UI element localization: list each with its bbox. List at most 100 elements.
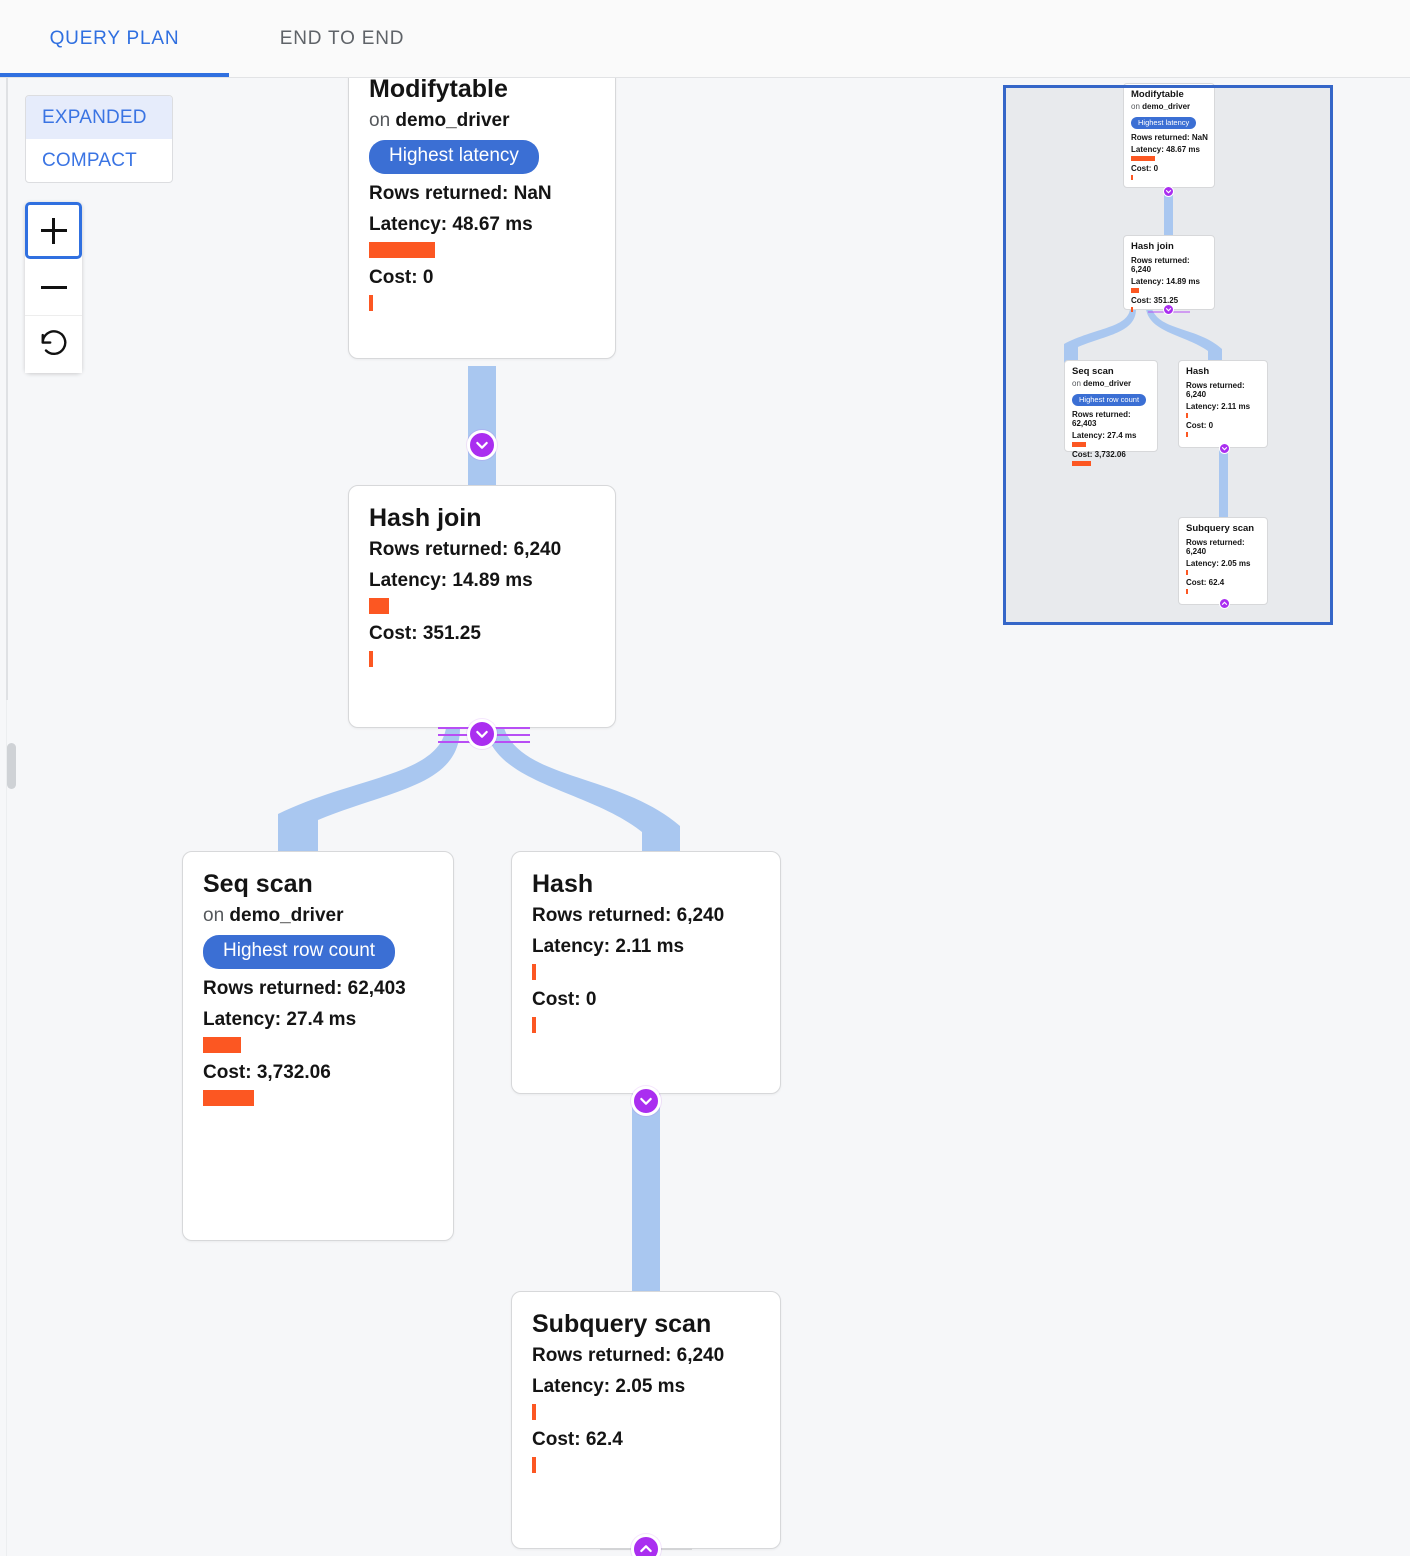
zoom-out-icon[interactable] (25, 259, 82, 316)
minimap-cost: Cost: 0 (1186, 420, 1214, 430)
node-cost: Cost: 351.25 (369, 622, 481, 644)
node-latency: Latency: 27.4 ms (203, 1008, 357, 1030)
minimap-node-subquery-scan: Subquery scan Rows returned: 6,240 Laten… (1178, 517, 1268, 605)
minimap-edge-hashjoin-children (1064, 309, 1222, 363)
minimap-chevron-hash (1219, 443, 1230, 454)
zoom-controls[interactable] (25, 202, 82, 373)
minimap-chevron-subquery-scan (1219, 598, 1230, 609)
minimap-node-hash: Hash Rows returned: 6,240 Latency: 2.11 … (1178, 360, 1268, 448)
plan-node-modifytable[interactable]: Modifytable on demo_driver Highest laten… (348, 78, 616, 359)
active-tab-indicator (0, 73, 229, 77)
minimap-latency-bar (1072, 442, 1086, 448)
collapse-chevron-hash[interactable] (631, 1086, 661, 1116)
panel-resize-handle[interactable] (7, 743, 16, 789)
tab-end-to-end[interactable]: END TO END (229, 0, 455, 77)
minimap-cost-bar (1131, 306, 1133, 312)
minimap-node-title: Hash join (1131, 241, 1174, 252)
left-divider-lower (6, 700, 7, 1556)
node-title: Hash (532, 870, 594, 898)
minimap-relation-prefix: on (1072, 378, 1084, 388)
minimap[interactable]: Modifytable on demo_driver Highest laten… (1003, 83, 1333, 625)
minimap-latency-bar (1131, 156, 1155, 162)
minimap-cost-bar (1186, 588, 1188, 594)
node-rows-returned: Rows returned: 62,403 (203, 977, 406, 999)
latency-bar (369, 597, 389, 614)
minimap-rows: Rows returned: 6,240 (1186, 380, 1245, 399)
minimap-node-hash-join: Hash join Rows returned: 6,240 Latency: … (1123, 235, 1215, 312)
minimap-latency: Latency: 2.11 ms (1186, 401, 1251, 411)
plan-node-hash-join[interactable]: Hash join Rows returned: 6,240 Latency: … (348, 485, 616, 728)
zoom-in-icon[interactable] (25, 202, 82, 259)
minimap-node-title: Modifytable (1131, 89, 1184, 100)
reset-zoom-icon[interactable] (25, 316, 82, 373)
minimap-node-seq-scan: Seq scan on demo_driver Highest row coun… (1064, 360, 1158, 467)
cost-bar (369, 294, 373, 311)
cost-bar (532, 1016, 536, 1033)
node-rows-returned: Rows returned: 6,240 (532, 904, 725, 926)
minimap-latency-bar (1186, 412, 1188, 418)
view-mode-toggle[interactable]: EXPANDED COMPACT (25, 95, 173, 183)
minimap-relation-prefix: on (1131, 101, 1143, 111)
edge-hashjoin-children (278, 728, 680, 863)
query-plan-canvas[interactable]: EXPANDED COMPACT Modifytable (0, 78, 1410, 1556)
minimap-cost-bar (1131, 175, 1133, 181)
minimap-relation-name: demo_driver (1142, 101, 1191, 111)
minimap-chevron-modifytable (1163, 186, 1174, 197)
minimap-node-title: Subquery scan (1186, 523, 1255, 534)
node-relation: on demo_driver (369, 110, 595, 132)
latency-bar (203, 1036, 241, 1053)
cost-bar (532, 1456, 536, 1473)
view-mode-compact[interactable]: COMPACT (42, 149, 137, 171)
view-mode-expanded[interactable]: EXPANDED (26, 96, 172, 139)
minimap-cost-bar (1186, 431, 1188, 437)
tab-query-plan[interactable]: QUERY PLAN (0, 0, 229, 77)
node-relation-prefix: on (203, 904, 230, 926)
node-relation-name: demo_driver (229, 904, 344, 926)
latency-bar (369, 241, 435, 258)
minimap-status-badge: Highest row count (1072, 394, 1147, 407)
minimap-node-relation: on demo_driver (1131, 101, 1208, 112)
minimap-chevron-hash-join (1163, 304, 1174, 315)
status-badge: Highest latency (369, 139, 539, 174)
minimap-cost: Cost: 351.25 (1131, 295, 1179, 305)
node-rows-returned: Rows returned: 6,240 (532, 1344, 725, 1366)
node-cost: Cost: 62.4 (532, 1428, 623, 1450)
node-relation: on demo_driver (203, 905, 433, 927)
minimap-latency-bar (1131, 287, 1139, 293)
node-title: Hash join (369, 504, 482, 532)
node-relation-prefix: on (369, 109, 396, 131)
node-title: Modifytable (369, 78, 508, 103)
node-rows-returned: Rows returned: NaN (369, 182, 552, 204)
node-cost: Cost: 3,732.06 (203, 1061, 331, 1083)
tab-bar: QUERY PLAN END TO END (0, 0, 1410, 78)
expand-chevron-subquery-scan[interactable] (631, 1534, 661, 1556)
plan-node-seq-scan[interactable]: Seq scan on demo_driver Highest row coun… (182, 851, 454, 1241)
plan-node-hash[interactable]: Hash Rows returned: 6,240 Latency: 2.11 … (511, 851, 781, 1094)
latency-bar (532, 1403, 536, 1420)
minimap-node-modifytable: Modifytable on demo_driver Highest laten… (1123, 83, 1215, 188)
minimap-node-relation: on demo_driver (1072, 378, 1151, 389)
minimap-status-badge: Highest latency (1131, 117, 1197, 130)
collapse-chevron-modifytable[interactable] (467, 430, 497, 460)
minimap-cost: Cost: 62.4 (1186, 577, 1225, 587)
minimap-rows: Rows returned: 6,240 (1186, 537, 1245, 556)
plan-node-subquery-scan[interactable]: Subquery scan Rows returned: 6,240 Laten… (511, 1291, 781, 1549)
minimap-cost: Cost: 3,732.06 (1072, 450, 1126, 460)
minimap-rows: Rows returned: 62,403 (1072, 410, 1131, 429)
node-latency: Latency: 48.67 ms (369, 213, 533, 235)
minimap-edge-modifytable-hashjoin (1164, 191, 1173, 244)
minimap-cost: Cost: 0 (1131, 164, 1159, 174)
minimap-node-title: Seq scan (1072, 366, 1114, 377)
node-latency: Latency: 2.11 ms (532, 935, 685, 957)
minimap-rows: Rows returned: NaN (1131, 133, 1208, 143)
minimap-cost-bar (1072, 461, 1091, 467)
node-cost: Cost: 0 (532, 988, 597, 1010)
left-divider (6, 78, 8, 700)
collapse-chevron-hash-join[interactable] (467, 719, 497, 749)
node-latency: Latency: 14.89 ms (369, 569, 533, 591)
minimap-latency: Latency: 14.89 ms (1131, 276, 1200, 286)
minimap-latency-bar (1186, 569, 1188, 575)
minimap-latency: Latency: 48.67 ms (1131, 145, 1200, 155)
node-title: Subquery scan (532, 1310, 712, 1338)
minimap-latency: Latency: 27.4 ms (1072, 431, 1137, 441)
